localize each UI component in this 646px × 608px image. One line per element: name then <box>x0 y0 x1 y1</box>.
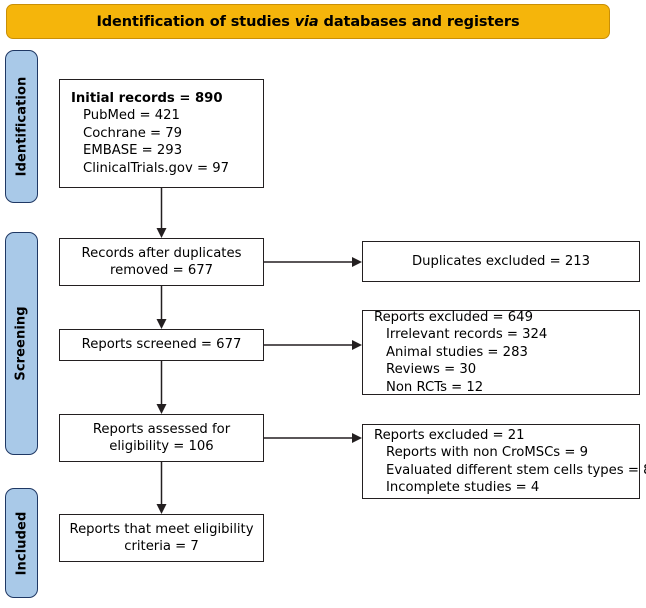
header-text-italic: via <box>294 13 319 30</box>
records-after-duplicates-line1: Records after duplicates <box>81 245 242 261</box>
reports-excluded-eligibility-title: Reports excluded = 21 <box>374 427 525 443</box>
box-reports-meet-eligibility-criteria: Reports that meet eligibility criteria =… <box>59 514 264 562</box>
reports-assessed-line1: Reports assessed for <box>92 421 231 437</box>
arrowhead-assessed-to-excluded <box>352 433 362 443</box>
initial-records-item-embase: EMBASE = 293 <box>83 143 183 159</box>
meets-criteria-line1: Reports that meet eligibility <box>69 521 254 537</box>
reports-excluded-eligibility-item-stemcells: Evaluated different stem cells types = 8 <box>386 462 646 478</box>
stage-label-included: Included <box>14 511 29 575</box>
reports-excluded-screening-title: Reports excluded = 649 <box>374 309 533 325</box>
box-reports-excluded-eligibility: Reports excluded = 21 Reports with non C… <box>362 424 646 499</box>
duplicates-excluded-line1: Duplicates excluded = 213 <box>411 253 591 269</box>
meets-criteria-line2: criteria = 7 <box>124 539 199 554</box>
box-reports-excluded-screening: Reports excluded = 649 Irrelevant record… <box>362 310 640 395</box>
records-after-duplicates-line2: removed = 677 <box>109 263 214 278</box>
reports-excluded-eligibility-item-incomplete: Incomplete studies = 4 <box>386 480 540 495</box>
box-reports-screened: Reports screened = 677 <box>59 329 264 361</box>
arrowhead-assessed-to-criteria <box>156 504 167 514</box>
box-initial-records: Initial records = 890 PubMed = 421 Cochr… <box>59 79 264 188</box>
box-reports-assessed-eligibility: Reports assessed for eligibility = 106 <box>59 414 264 462</box>
diagram-header-title: Identification of studies via databases … <box>96 14 519 30</box>
reports-excluded-screening-item-nonrcts: Non RCTs = 12 <box>386 379 484 395</box>
stage-pill-identification: Identification <box>5 50 38 203</box>
arrowhead-screened-to-assessed <box>156 404 167 414</box>
reports-excluded-eligibility-item-cromscs: Reports with non CroMSCs = 9 <box>386 445 588 460</box>
reports-assessed-line2: eligibility = 106 <box>109 439 214 454</box>
box-records-after-duplicates: Records after duplicates removed = 677 <box>59 238 264 286</box>
stage-pill-included: Included <box>5 488 38 598</box>
stage-label-screening: Screening <box>14 306 30 381</box>
header-text-before: Identification of studies <box>96 13 295 30</box>
arrowhead-screened-to-excluded <box>352 340 362 350</box>
arrowhead-duplicates-to-screened <box>156 319 167 329</box>
initial-records-item-pubmed: PubMed = 421 <box>83 108 180 124</box>
diagram-header-banner: Identification of studies via databases … <box>6 4 610 39</box>
reports-screened-line1: Reports screened = 677 <box>81 337 242 353</box>
initial-records-title: Initial records = 890 <box>71 90 223 106</box>
initial-records-item-clinicaltrials: ClinicalTrials.gov = 97 <box>83 160 230 176</box>
arrowhead-initial-to-duplicates <box>156 228 167 238</box>
box-duplicates-excluded: Duplicates excluded = 213 <box>362 241 640 282</box>
arrowhead-duplicates-to-excluded <box>352 257 362 267</box>
reports-excluded-screening-item-irrelevant: Irrelevant records = 324 <box>386 327 548 343</box>
header-text-after: databases and registers <box>318 13 520 30</box>
initial-records-item-cochrane: Cochrane = 79 <box>83 125 183 141</box>
stage-label-identification: Identification <box>14 76 30 177</box>
reports-excluded-screening-item-reviews: Reviews = 30 <box>386 362 477 378</box>
stage-pill-screening: Screening <box>5 232 38 455</box>
reports-excluded-screening-item-animal: Animal studies = 283 <box>386 344 528 360</box>
